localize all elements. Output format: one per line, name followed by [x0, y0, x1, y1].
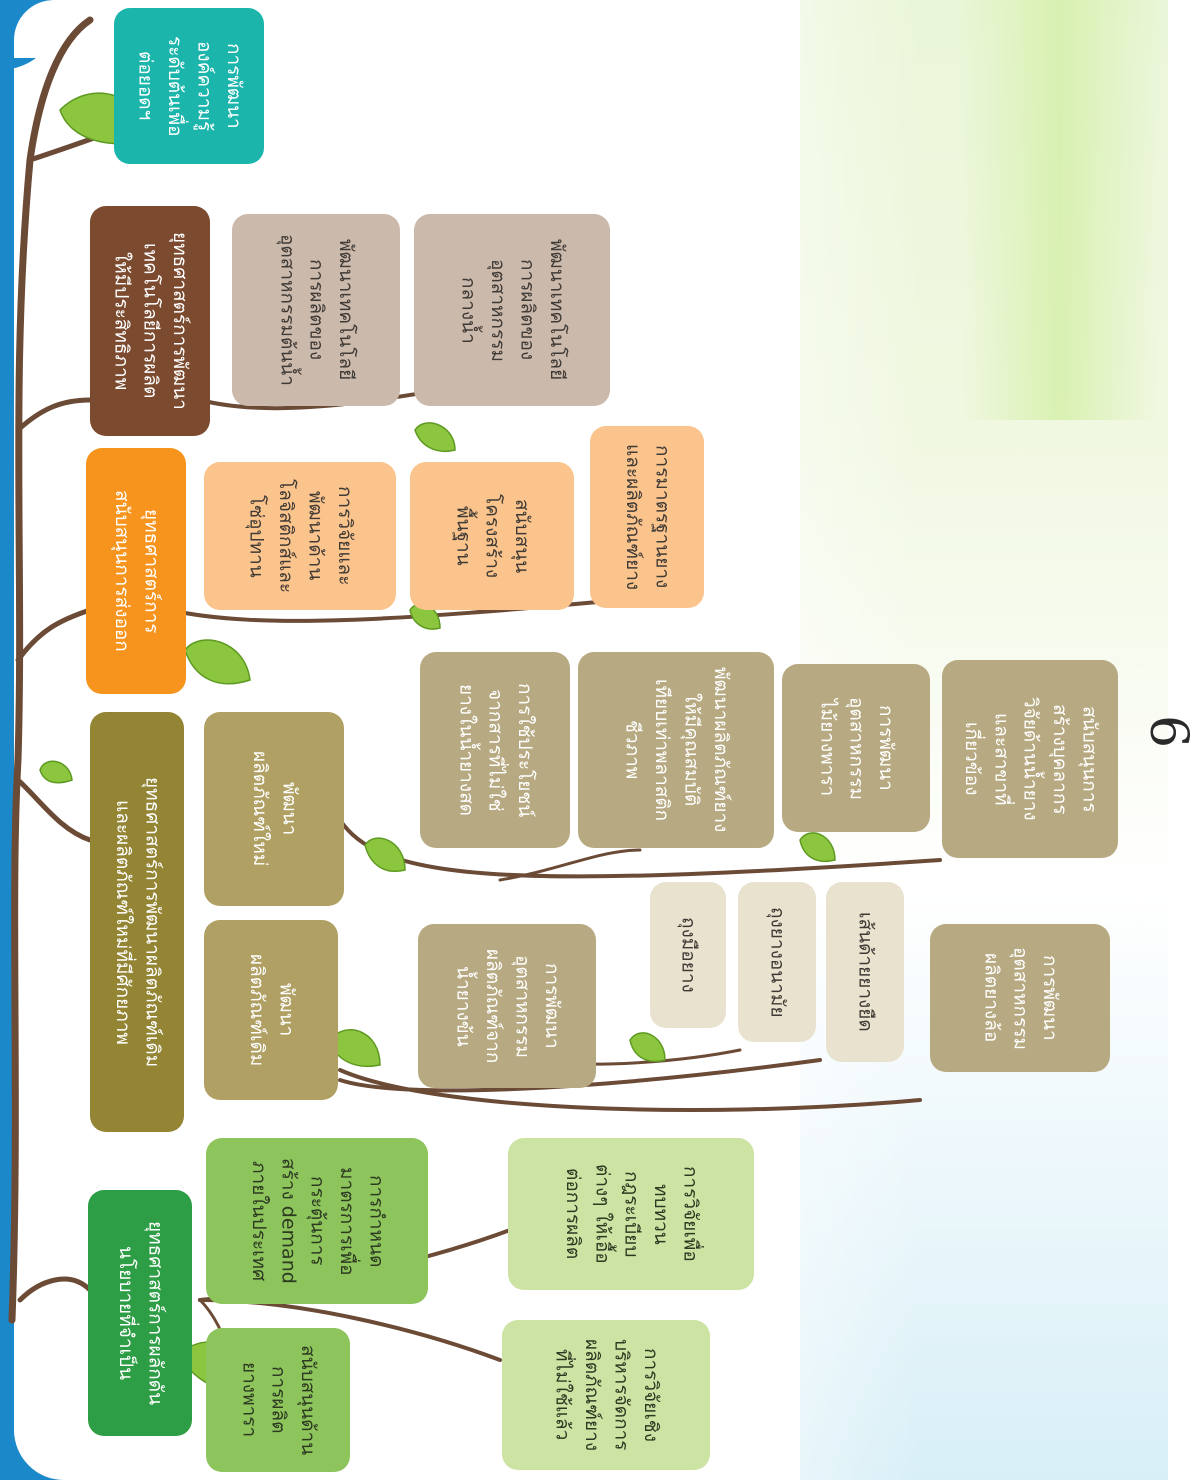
bio-plastic-box: พัฒนาผลิตภัณฑ์ยาง ให้มีคุณสมบัติ เทียบเท…	[578, 652, 774, 848]
production-support-box: สนับสนุนด้าน การผลิต ยางพารา	[206, 1328, 350, 1472]
gloves-box: ถุงมือยาง	[650, 882, 726, 1028]
main-trunk	[8, 16, 94, 1324]
branch-products-existing-2	[338, 1068, 922, 1112]
export-logistics-label: การวิจัยและ พัฒนาด้าน โลจิสติกส์และ โซ่อ…	[245, 478, 356, 594]
production-midstream-box: พัฒนาเทคโนโลยี การผลิตของ อุตสาหกรรม กลา…	[414, 214, 610, 406]
rubberwood-box: การพัฒนา อุตสาหกรรม ไม้ยางพารา	[782, 664, 930, 832]
non-fresh-latex-label: การใช้ประโยชน์ จากสารที่ไม่ใช่ ยางในน้ำย…	[455, 682, 537, 818]
new-products-label: พัฒนา ผลิตภัณฑ์ใหม่	[249, 751, 301, 867]
existing-products-label: พัฒนา ผลิตภัณฑ์เดิม	[246, 953, 298, 1067]
domestic-demand-box: การกำหนด มาตรการเพื่อ กระตุ้นการ สร้าง d…	[206, 1138, 428, 1304]
condoms-box: ถุงยางอนามัย	[738, 882, 816, 1042]
branch-production	[15, 397, 93, 433]
top-knowledge-label: การพัฒนา องค์ความรู้ ระดับต้นเพื่อ ต่อยอ…	[134, 35, 245, 137]
leaf-8	[629, 1032, 666, 1062]
branch-export	[15, 607, 93, 663]
leaf-6	[414, 422, 456, 452]
new-products-box: พัฒนา ผลิตภัณฑ์ใหม่	[204, 712, 344, 906]
condoms-label: ถุงยางอนามัย	[766, 906, 789, 1018]
used-products-label: การวิจัยเชิง บริหารจัดการ ผลิตภัณฑ์ยาง ท…	[551, 1338, 662, 1452]
branch-products-new	[338, 818, 942, 879]
export-standard-label: การมาตรฐานยาง และผลิตภัณฑ์ยาง	[622, 443, 674, 591]
concentrated-latex-label: การพัฒนา อุตสาหกรรม ผลิตภัณฑ์จาก น้ำยางข…	[452, 948, 563, 1064]
branch-products-new-2	[498, 848, 642, 882]
branch-products-existing	[338, 1058, 822, 1093]
law-review-box: การวิจัยเพื่อ ทบทวน กฎระเบียบ ต่างๆ ให้เ…	[508, 1138, 754, 1290]
leaf-4	[329, 1029, 381, 1067]
strategy-export-box: ยุทธศาสตร์การ สนับสนุนการส่งออก	[86, 448, 186, 694]
production-midstream-label: พัฒนาเทคโนโลยี การผลิตของ อุตสาหกรรม กลา…	[457, 239, 568, 381]
concentrated-latex-box: การพัฒนา อุตสาหกรรม ผลิตภัณฑ์จาก น้ำยางข…	[418, 924, 596, 1088]
leaf-10	[39, 760, 73, 784]
production-support-label: สนับสนุนด้าน การผลิต ยางพารา	[238, 1344, 320, 1456]
branch-policy	[17, 1276, 93, 1303]
used-products-box: การวิจัยเชิง บริหารจัดการ ผลิตภัณฑ์ยาง ท…	[502, 1320, 710, 1470]
frame-left-edge	[0, 0, 14, 1480]
personnel-label: สนับสนุนการ สร้างบุคลากร วิจัยด้านน้ำยาง…	[960, 697, 1101, 821]
elastic-thread-label: เส้นด้ายยางยืด	[854, 912, 877, 1032]
export-standard-box: การมาตรฐานยาง และผลิตภัณฑ์ยาง	[590, 426, 704, 608]
branch-products	[15, 777, 93, 843]
page-number: 6	[1138, 715, 1198, 749]
domestic-demand-label: การกำหนด มาตรการเพื่อ กระตุ้นการ สร้าง d…	[247, 1158, 388, 1284]
top-knowledge-box: การพัฒนา องค์ความรู้ ระดับต้นเพื่อ ต่อยอ…	[114, 8, 264, 164]
export-infra-box: สนับสนุน โครงสร้าง พื้นฐาน	[410, 462, 574, 610]
export-logistics-box: การวิจัยและ พัฒนาด้าน โลจิสติกส์และ โซ่อ…	[204, 462, 396, 610]
tires-label: การพัฒนา อุตสาหกรรม ผลิตยางล้อ	[980, 946, 1062, 1050]
strategy-policy-label: ยุทธศาสตร์การผลักดัน นโยบายที่จำเป็น	[115, 1220, 167, 1406]
bio-plastic-label: พัฒนาผลิตภัณฑ์ยาง ให้มีคุณสมบัติ เทียบเท…	[621, 667, 732, 833]
strategy-export-label: ยุทธศาสตร์การ สนับสนุนการส่งออก	[111, 490, 163, 652]
leaf-5	[364, 837, 406, 872]
strategy-production-tech-label: ยุทธศาสตร์การพัฒนา เทคโนโลยีการผลิต ให้ม…	[110, 232, 192, 410]
leaf-3	[184, 639, 251, 685]
tires-box: การพัฒนา อุตสาหกรรม ผลิตยางล้อ	[930, 924, 1110, 1072]
gloves-label: ถุงมือยาง	[677, 917, 700, 993]
leaf-9	[799, 832, 836, 862]
background-glow	[960, 0, 1160, 420]
strategy-products-label: ยุทธศาสตร์การพัฒนาผลิตภัณฑ์เดิม และผลิตภ…	[112, 776, 164, 1068]
production-upstream-box: พัฒนาเทคโนโลยี การผลิตของ อุตสาหกรรมต้นน…	[232, 214, 400, 406]
rubberwood-label: การพัฒนา อุตสาหกรรม ไม้ยางพารา	[816, 696, 898, 800]
personnel-box: สนับสนุนการ สร้างบุคลากร วิจัยด้านน้ำยาง…	[942, 660, 1118, 858]
production-upstream-label: พัฒนาเทคโนโลยี การผลิตของ อุตสาหกรรมต้นน…	[276, 234, 358, 386]
export-infra-label: สนับสนุน โครงสร้าง พื้นฐาน	[452, 493, 534, 579]
elastic-thread-box: เส้นด้ายยางยืด	[826, 882, 904, 1062]
strategy-policy-box: ยุทธศาสตร์การผลักดัน นโยบายที่จำเป็น	[88, 1190, 192, 1436]
existing-products-box: พัฒนา ผลิตภัณฑ์เดิม	[204, 920, 338, 1100]
non-fresh-latex-box: การใช้ประโยชน์ จากสารที่ไม่ใช่ ยางในน้ำย…	[420, 652, 570, 848]
strategy-production-tech-box: ยุทธศาสตร์การพัฒนา เทคโนโลยีการผลิต ให้ม…	[90, 206, 210, 436]
strategy-products-box: ยุทธศาสตร์การพัฒนาผลิตภัณฑ์เดิม และผลิตภ…	[90, 712, 184, 1132]
law-review-label: การวิจัยเพื่อ ทบทวน กฎระเบียบ ต่างๆ ให้เ…	[561, 1164, 702, 1264]
